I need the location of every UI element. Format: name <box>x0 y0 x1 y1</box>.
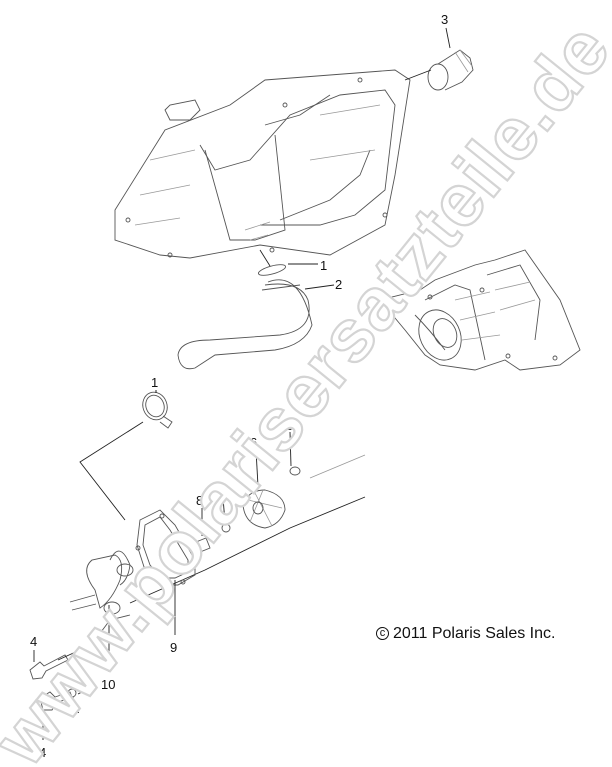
callout-6: 6 <box>250 435 257 450</box>
copyright-notice: c 2011 Polaris Sales Inc. <box>376 625 555 643</box>
copyright-text: 2011 Polaris Sales Inc. <box>393 625 556 642</box>
crankcase-drawing <box>379 249 581 371</box>
callout-4-upper: 4 <box>30 634 37 649</box>
callout-3: 3 <box>441 12 448 27</box>
callout-11: 11 <box>66 701 80 716</box>
callout-8: 8 <box>196 493 203 508</box>
cylinder-head-drawing <box>114 69 411 259</box>
callout-5: 5 <box>286 418 293 433</box>
callout-9: 9 <box>170 640 177 655</box>
watermark: www.polarisersatzteile.de <box>0 7 612 767</box>
callout-1-clamp-lower: 1 <box>151 375 158 390</box>
callout-7: 7 <box>219 482 226 497</box>
water-pump-parts <box>29 421 366 740</box>
callout-10: 10 <box>101 677 115 692</box>
callout-1-clamp-top: 1 <box>320 258 327 273</box>
callout-4-lower: 4 <box>39 745 46 760</box>
hose-and-clamps <box>142 249 335 429</box>
copyright-symbol-icon: c <box>376 627 389 640</box>
callout-2-hose: 2 <box>335 277 342 292</box>
thermostat-part-3 <box>404 27 474 91</box>
